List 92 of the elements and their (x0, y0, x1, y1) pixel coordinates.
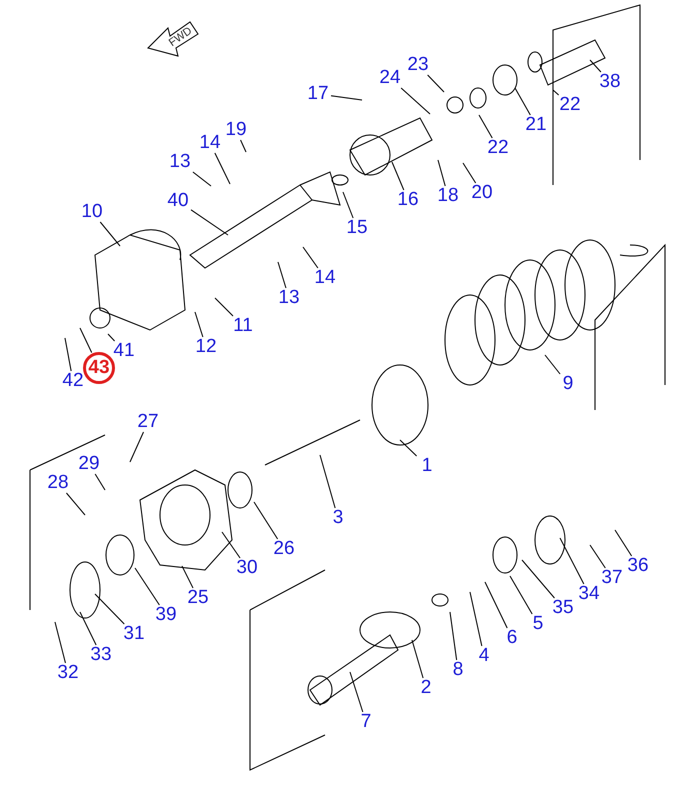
callout-number: 5 (525, 614, 551, 634)
callout-number: 21 (523, 115, 549, 135)
callout-number: 34 (576, 584, 602, 604)
leader-line (302, 246, 318, 268)
leader-line (510, 576, 533, 614)
leader-line (222, 532, 241, 558)
leader-line (66, 492, 86, 516)
leader-line (182, 566, 194, 588)
leader-line (192, 172, 212, 186)
callout-number: 32 (55, 663, 81, 683)
leader-line (350, 672, 364, 712)
callout-number: 9 (555, 374, 581, 394)
leader-line (214, 298, 234, 316)
leader-line (427, 74, 444, 92)
callout-number: 26 (271, 539, 297, 559)
callout-number: 13 (276, 288, 302, 308)
leader-line (254, 502, 278, 540)
callout-number: 22 (485, 138, 511, 158)
callout-number: 19 (223, 120, 249, 140)
callout-number: 20 (469, 183, 495, 203)
callout-number: 1 (414, 456, 440, 476)
leader-line (470, 592, 482, 646)
leader-line (450, 612, 458, 660)
callout-number: 3 (325, 508, 351, 528)
leader-line (330, 95, 362, 100)
callout-number: 4 (471, 646, 497, 666)
leader-line (278, 262, 286, 288)
leader-line (94, 594, 125, 624)
leader-line (80, 328, 92, 354)
leader-line (400, 88, 430, 114)
direction-text: FWD (166, 24, 194, 50)
leader-line (552, 90, 560, 96)
leader-line (462, 162, 476, 184)
leader-line (342, 192, 354, 218)
leader-line (412, 640, 424, 678)
callout-number: 14 (312, 268, 338, 288)
leader-line (400, 440, 418, 456)
leader-line (94, 474, 106, 490)
leader-line (614, 530, 632, 556)
callout-number: 38 (597, 72, 623, 92)
callout-number: 14 (197, 133, 223, 153)
leader-line (522, 560, 555, 598)
callout-number: 17 (305, 84, 331, 104)
callout-number: 24 (377, 68, 403, 88)
leader-line (100, 222, 120, 246)
leader-line (438, 160, 446, 186)
leader-line (392, 162, 404, 190)
circled-callout-number: 43 (83, 352, 115, 384)
leader-line (214, 152, 230, 184)
callout-number: 29 (76, 454, 102, 474)
leader-line (54, 622, 66, 664)
leader-line (190, 209, 228, 236)
callout-number: 10 (79, 202, 105, 222)
callout-number: 28 (45, 473, 71, 493)
leader-line (514, 88, 531, 116)
callout-number: 15 (344, 218, 370, 238)
leader-line (240, 140, 246, 152)
callout-number: 31 (121, 624, 147, 644)
callout-number: 42 (60, 371, 86, 391)
leader-line (80, 612, 97, 646)
callout-number: 30 (234, 558, 260, 578)
callout-number: 13 (167, 152, 193, 172)
callout-number: 39 (153, 605, 179, 625)
leader-line (134, 568, 160, 606)
leader-line (108, 334, 116, 342)
callout-number: 6 (499, 628, 525, 648)
callout-number: 36 (625, 556, 651, 576)
callout-number: 35 (550, 598, 576, 618)
callout-number: 37 (599, 568, 625, 588)
leader-line (590, 544, 606, 568)
callout-number: 18 (435, 186, 461, 206)
leader-line (130, 432, 144, 462)
callout-number: 23 (405, 55, 431, 75)
callout-number: 12 (193, 337, 219, 357)
callout-number: 33 (88, 645, 114, 665)
leader-line (590, 60, 602, 72)
callout-number: 2 (413, 678, 439, 698)
callout-number: 25 (185, 588, 211, 608)
leader-line (64, 338, 72, 372)
leader-line (484, 582, 508, 628)
callout-number: 22 (557, 95, 583, 115)
leader-line (320, 454, 336, 508)
callout-number: 16 (395, 190, 421, 210)
callout-number: 27 (135, 412, 161, 432)
leader-line (194, 312, 204, 338)
callout-number: 11 (230, 316, 256, 336)
leader-line (560, 538, 584, 584)
leader-line (544, 354, 561, 374)
leader-line (478, 114, 493, 138)
callout-number: 8 (445, 660, 471, 680)
callout-number: 40 (165, 191, 191, 211)
callout-number: 7 (353, 712, 379, 732)
